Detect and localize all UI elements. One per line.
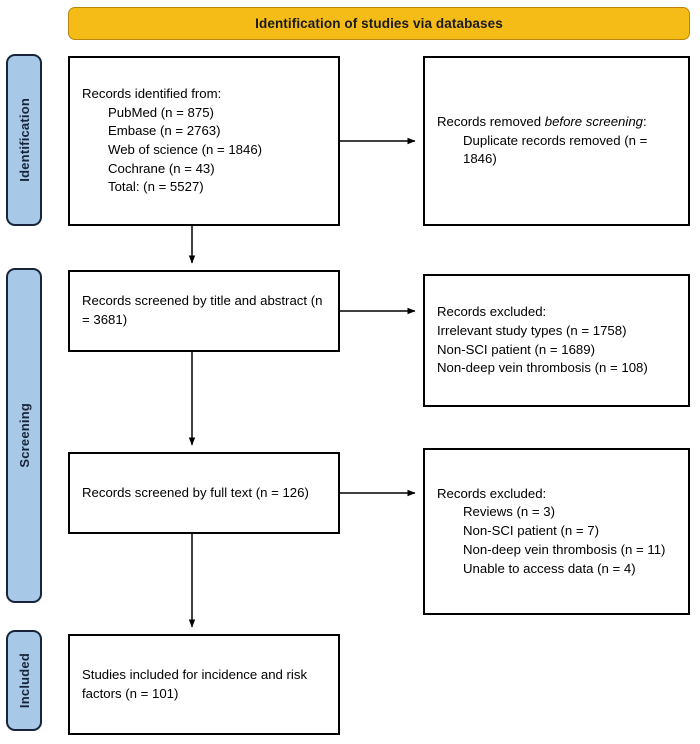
- box-line: Studies included for incidence and risk …: [82, 666, 308, 701]
- header-banner-title: Identification of studies via databases: [255, 16, 503, 31]
- box-line: Non-deep vein thrombosis (n = 11): [463, 541, 666, 557]
- box-records-excluded-full-text: Records excluded: Reviews (n = 3) Non-SC…: [423, 448, 690, 615]
- box-line: Embase (n = 2763): [108, 123, 221, 139]
- box-records-screened-title-abstract: Records screened by title and abstract (…: [68, 270, 340, 352]
- box-line: Total: (n = 5527): [108, 179, 204, 195]
- box-line: Records screened by full text (n = 126): [82, 484, 309, 500]
- box-line: Web of science (n = 1846): [108, 142, 263, 157]
- box-line: Non-SCI patient (n = 7): [463, 523, 599, 539]
- box-records-removed: Records removed before screening: Duplic…: [423, 56, 690, 226]
- box-line: Duplicate records removed (n = 1846): [463, 132, 648, 167]
- box-line: Non-SCI patient (n = 1689): [437, 341, 595, 357]
- stage-label-screening: Screening: [6, 268, 42, 603]
- box-line: PubMed (n = 875): [108, 104, 214, 120]
- box-line: Records screened by title and abstract (…: [82, 293, 323, 327]
- box-line: Non-deep vein thrombosis (n = 108): [437, 360, 648, 376]
- stage-label-identification-text: Identification: [16, 98, 32, 182]
- header-banner: Identification of studies via databases: [68, 7, 690, 40]
- box-line: Records identified from:: [82, 85, 222, 101]
- box-line-emphasis: before screening: [544, 113, 643, 129]
- box-line: Records removed before screening:: [437, 113, 676, 132]
- box-line: Records excluded:: [437, 485, 547, 501]
- box-records-screened-full-text: Records screened by full text (n = 126): [68, 452, 340, 534]
- box-line: Irrelevant study types (n = 1758): [437, 322, 627, 338]
- box-line-suffix: :: [643, 113, 647, 129]
- box-records-identified: Records identified from: PubMed (n = 875…: [68, 56, 340, 226]
- box-line: Unable to access data (n = 4): [463, 560, 636, 576]
- stage-label-screening-text: Screening: [16, 403, 32, 468]
- box-line: Reviews (n = 3): [463, 504, 555, 520]
- box-studies-included: Studies included for incidence and risk …: [68, 634, 340, 735]
- box-line: Records excluded:: [437, 304, 547, 320]
- box-line-prefix: Records removed: [437, 113, 545, 129]
- stage-label-identification: Identification: [6, 54, 42, 226]
- box-line: Cochrane (n = 43): [108, 160, 215, 176]
- stage-label-included-text: Included: [16, 652, 32, 709]
- stage-label-included: Included: [6, 630, 42, 731]
- box-records-excluded-title-abstract: Records excluded: Irrelevant study types…: [423, 274, 690, 407]
